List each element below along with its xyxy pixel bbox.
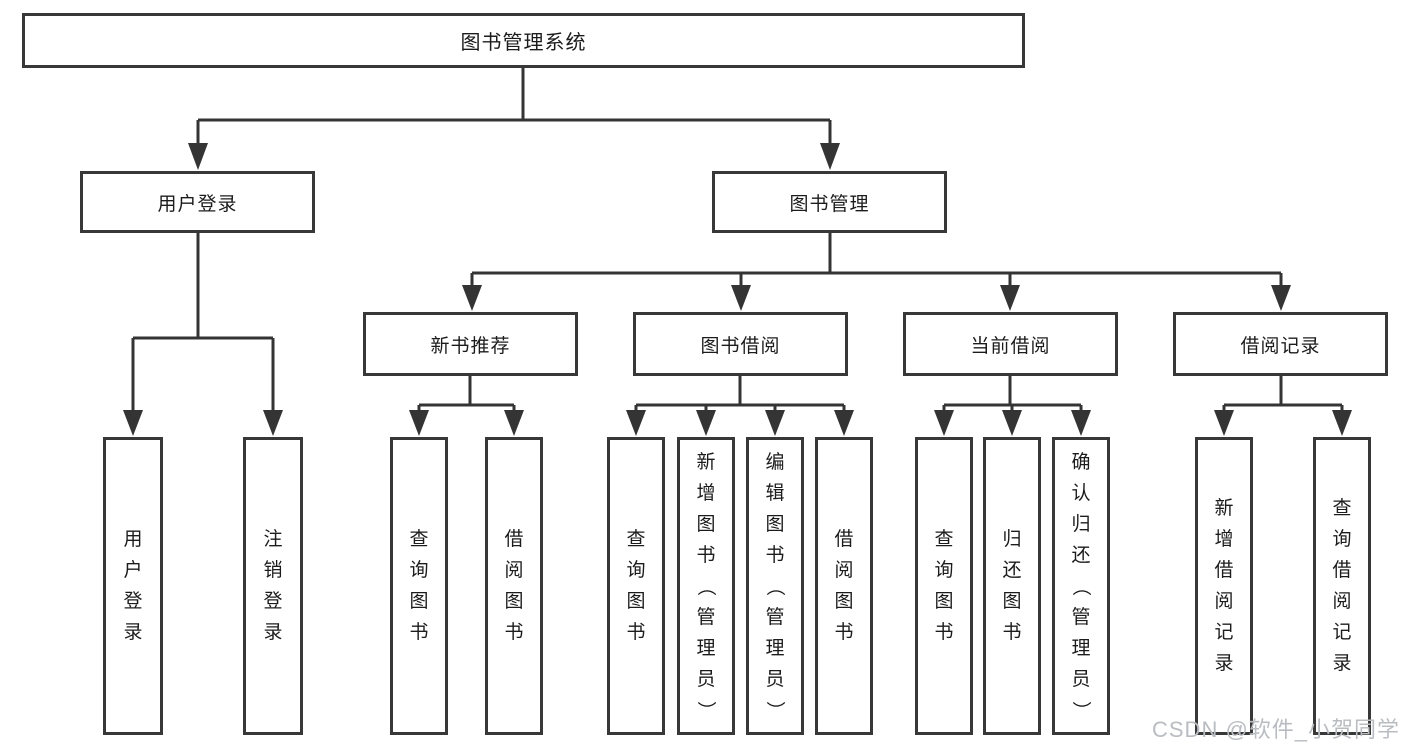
leaf-query-borrow-record: 查询借阅记录	[1313, 437, 1371, 735]
branch-book-management: 图书管理	[712, 171, 947, 233]
connector-borrowing-records-to-leaves	[1222, 376, 1344, 412]
leaf-borrow-books-borrowing: 借阅图书	[815, 437, 873, 735]
leaf-query-books-borrowing: 查询图书	[607, 437, 665, 735]
leaf-edit-book-admin: 编辑图书（管理员）	[746, 437, 804, 735]
leaf-add-borrow-record: 新增借阅记录	[1195, 437, 1253, 735]
root-node-library-management-system: 图书管理系统	[22, 13, 1025, 68]
leaf-user-login: 用户登录	[103, 437, 163, 735]
leaf-add-book-admin: 新增图书（管理员）	[677, 437, 735, 735]
connector-current-borrowing-to-leaves	[942, 376, 1083, 412]
group-book-borrowing: 图书借阅	[633, 312, 848, 376]
connector-book-management-to-groups	[470, 233, 1283, 287]
leaf-query-books-recommend: 查询图书	[390, 437, 448, 735]
leaf-confirm-return-admin: 确认归还（管理员）	[1052, 437, 1110, 735]
csdn-watermark: CSDN @软件_小贺同学	[1152, 717, 1401, 742]
connector-book-borrowing-to-leaves	[634, 376, 846, 412]
group-current-borrowing: 当前借阅	[903, 312, 1118, 376]
connector-root-to-branches	[196, 68, 832, 146]
leaf-borrow-books-recommend: 借阅图书	[485, 437, 543, 735]
connector-user-login-to-leaves	[131, 233, 275, 412]
group-new-book-recommendation: 新书推荐	[363, 312, 578, 376]
connector-new-book-recommendation-to-leaves	[417, 376, 516, 412]
group-borrowing-records: 借阅记录	[1173, 312, 1388, 376]
branch-user-login: 用户登录	[80, 171, 315, 233]
leaf-return-book: 归还图书	[983, 437, 1041, 735]
leaf-query-books-current: 查询图书	[915, 437, 973, 735]
leaf-logout: 注销登录	[243, 437, 303, 735]
